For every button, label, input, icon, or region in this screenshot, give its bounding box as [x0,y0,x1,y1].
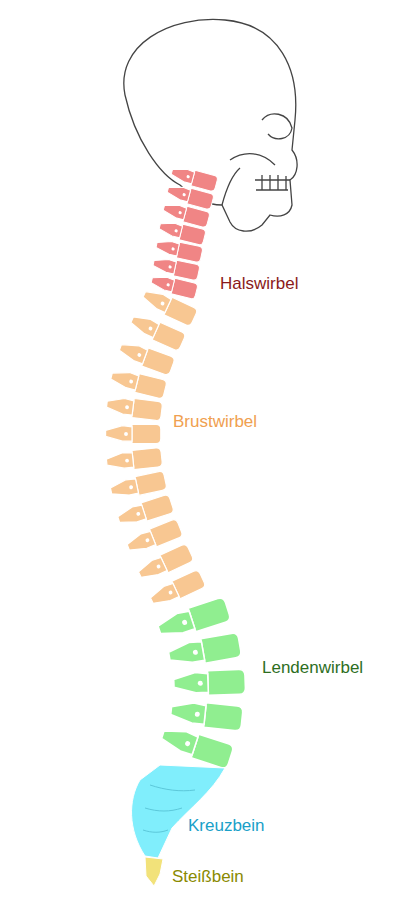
lumbar-vertebrae [156,597,246,770]
vertebra [109,367,167,399]
region-label: Halswirbel [220,274,298,294]
region-label: Lendenwirbel [262,658,363,678]
vertebra [148,569,206,610]
vertebra [117,339,175,376]
sacrum-line [143,785,195,832]
vertebra [106,424,161,443]
skull-orbit [262,114,292,139]
vertebra [106,395,163,421]
skull-jaw [222,168,240,205]
vertebra [106,447,163,472]
vertebra [159,724,234,770]
vertebra [173,669,245,696]
vertebra [170,699,244,731]
vertebra [109,471,167,501]
cervical-vertebrae [150,165,219,300]
vertebra [167,632,242,669]
skull-teeth [255,175,290,190]
region-label: Brustwirbel [173,412,257,432]
skull-cheek [230,154,275,165]
vertebra [155,238,203,263]
region-label: Kreuzbein [188,816,265,836]
vertebra [152,256,200,281]
coccyx [145,857,163,886]
skull-cranium [124,19,297,231]
skull-outline [124,19,297,231]
thoracic-vertebrae [106,286,207,610]
region-label: Steißbein [172,867,244,887]
sacrum [132,765,225,858]
